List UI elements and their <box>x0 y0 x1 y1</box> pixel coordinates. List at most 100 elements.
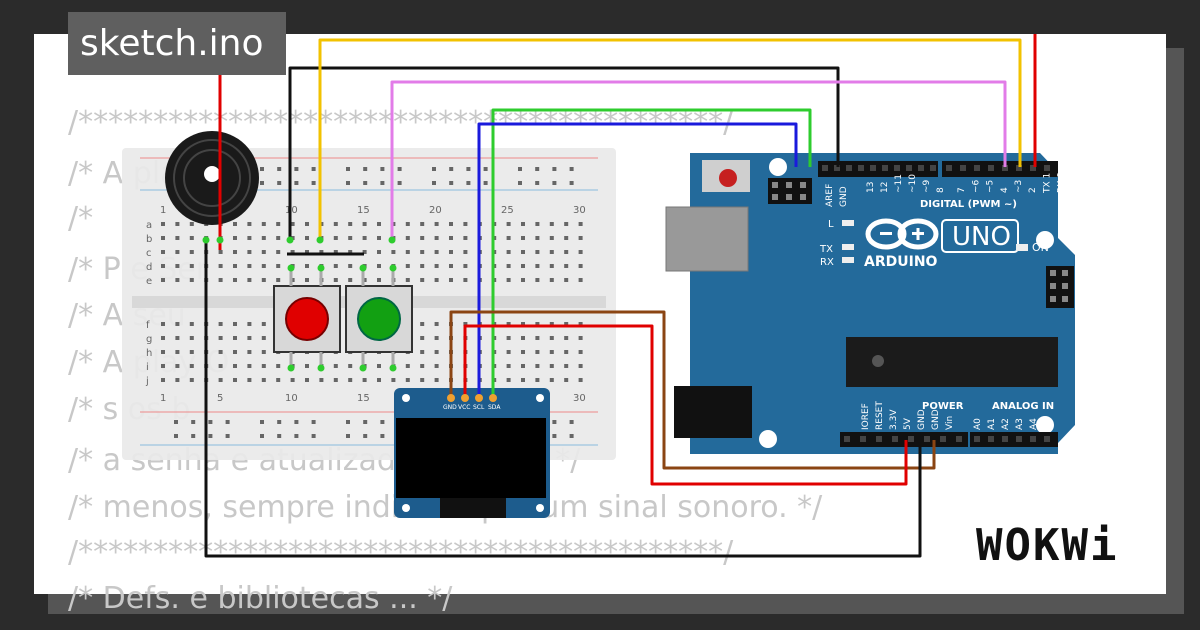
wire-black-gnd[interactable] <box>288 66 840 240</box>
breadboard-hole <box>175 250 180 254</box>
wire-green-sda[interactable] <box>491 108 812 398</box>
rail-hole <box>432 181 436 185</box>
pin-label: A2 <box>1001 418 1011 430</box>
header-hole <box>918 165 924 171</box>
breadboard-hole <box>506 322 511 326</box>
breadboard-hole <box>247 336 252 340</box>
breadboard-hole <box>305 250 309 254</box>
breadboard-hole <box>276 236 281 240</box>
breadboard-hole <box>549 350 554 354</box>
breadboard-hole <box>506 350 511 354</box>
breadboard-hole <box>305 264 309 268</box>
rail-hole <box>225 420 230 424</box>
green-pushbutton[interactable] <box>345 285 413 353</box>
rail-hole <box>466 167 471 171</box>
rail-hole <box>380 167 385 171</box>
breadboard-hole <box>233 222 237 226</box>
rail-hole <box>294 420 299 424</box>
breadboard-hole <box>521 322 525 326</box>
oled-ribbon <box>440 498 506 518</box>
oled-pin-vcc <box>461 394 469 402</box>
icsp-pin <box>786 182 792 188</box>
icsp2-pin <box>1062 283 1068 289</box>
breadboard-hole <box>549 264 554 268</box>
breadboard-hole <box>521 236 525 240</box>
infinity-right <box>897 218 939 250</box>
wire-red-5v[interactable] <box>463 324 908 486</box>
breadboard-hole <box>420 350 425 354</box>
icsp2-pin <box>1050 296 1056 302</box>
green-button-cap[interactable] <box>357 297 401 341</box>
l-led <box>842 220 854 226</box>
breadboard-hole <box>434 250 439 254</box>
breadboard-hole <box>564 350 569 354</box>
pin-label: ~11 <box>894 174 904 193</box>
breadboard-hole <box>305 378 309 382</box>
arduino-pin-holes <box>772 165 1068 442</box>
breadboard-hole <box>521 278 525 282</box>
breadboard-hole <box>420 222 425 226</box>
breadboard-hole <box>578 222 583 226</box>
breadboard-hole <box>506 222 511 226</box>
breadboard-hole <box>564 222 569 226</box>
column-label: 25 <box>501 205 514 216</box>
wire-pink-pin3[interactable] <box>390 80 1007 240</box>
breadboard-hole <box>564 364 569 368</box>
breadboard-hole <box>161 264 165 268</box>
breadboard-hole <box>189 278 194 282</box>
column-label: 10 <box>285 393 298 404</box>
breadboard-hole <box>420 236 425 240</box>
breadboard-hole <box>564 278 569 282</box>
rail-hole <box>191 434 196 438</box>
breadboard-hole <box>420 250 425 254</box>
buzzer[interactable] <box>165 131 259 225</box>
oled-display[interactable]: GND VCC SCL SDA <box>394 388 550 518</box>
breadboard-hole <box>521 378 525 382</box>
red-pushbutton[interactable] <box>273 285 341 353</box>
pin-label: 7 <box>957 187 967 193</box>
wire-yellow-pin2[interactable] <box>318 38 1022 240</box>
breadboard-hole <box>549 278 554 282</box>
breadboard-hole <box>175 278 180 282</box>
breadboard-hole <box>290 378 295 382</box>
breadboard-hole <box>434 336 439 340</box>
rail-hole <box>552 434 557 438</box>
row-label: f <box>146 320 150 331</box>
file-tab[interactable]: sketch.ino <box>68 12 286 75</box>
rail-hole <box>174 420 178 424</box>
wire-brown-gnd[interactable] <box>449 310 936 470</box>
rail-hole <box>380 181 385 185</box>
red-button-cap[interactable] <box>285 297 329 341</box>
breadboard-hole <box>218 336 223 340</box>
mount-hole <box>536 394 544 402</box>
breadboard-hole <box>535 364 540 368</box>
breadboard-hole <box>333 364 338 368</box>
arduino-uno[interactable]: UNO ARDUINO ON L TX RX DIGITAL (PWM ~) P… <box>665 153 1075 454</box>
wire-black-buzzer-gnd[interactable] <box>204 240 922 558</box>
reset-button[interactable] <box>719 169 737 187</box>
header-hole <box>946 165 952 171</box>
breadboard-hole <box>377 222 381 226</box>
breadboard-hole <box>377 364 381 368</box>
breadboard-hole <box>362 250 367 254</box>
rail-hole <box>260 181 264 185</box>
wire-endpoint <box>202 236 210 244</box>
breadboard-hole <box>261 322 266 326</box>
breadboard-hole <box>535 264 540 268</box>
analog-header <box>970 432 1058 447</box>
arduino-wordmark: ARDUINO <box>864 254 938 270</box>
pin-label: 5V <box>903 417 913 430</box>
wire-endpoint <box>317 264 325 272</box>
breadboard-hole <box>276 222 281 226</box>
breadboard-hole <box>564 236 569 240</box>
breadboard-hole <box>549 250 554 254</box>
tx-label: TX <box>819 244 833 255</box>
wire-blue-scl[interactable] <box>477 122 798 398</box>
breadboard-hole <box>276 264 281 268</box>
icsp-pin <box>800 194 806 200</box>
pin-label: RX 0 <box>1057 172 1067 193</box>
rail-hole <box>346 167 350 171</box>
rail-hole <box>535 167 540 171</box>
rail-hole <box>483 181 488 185</box>
